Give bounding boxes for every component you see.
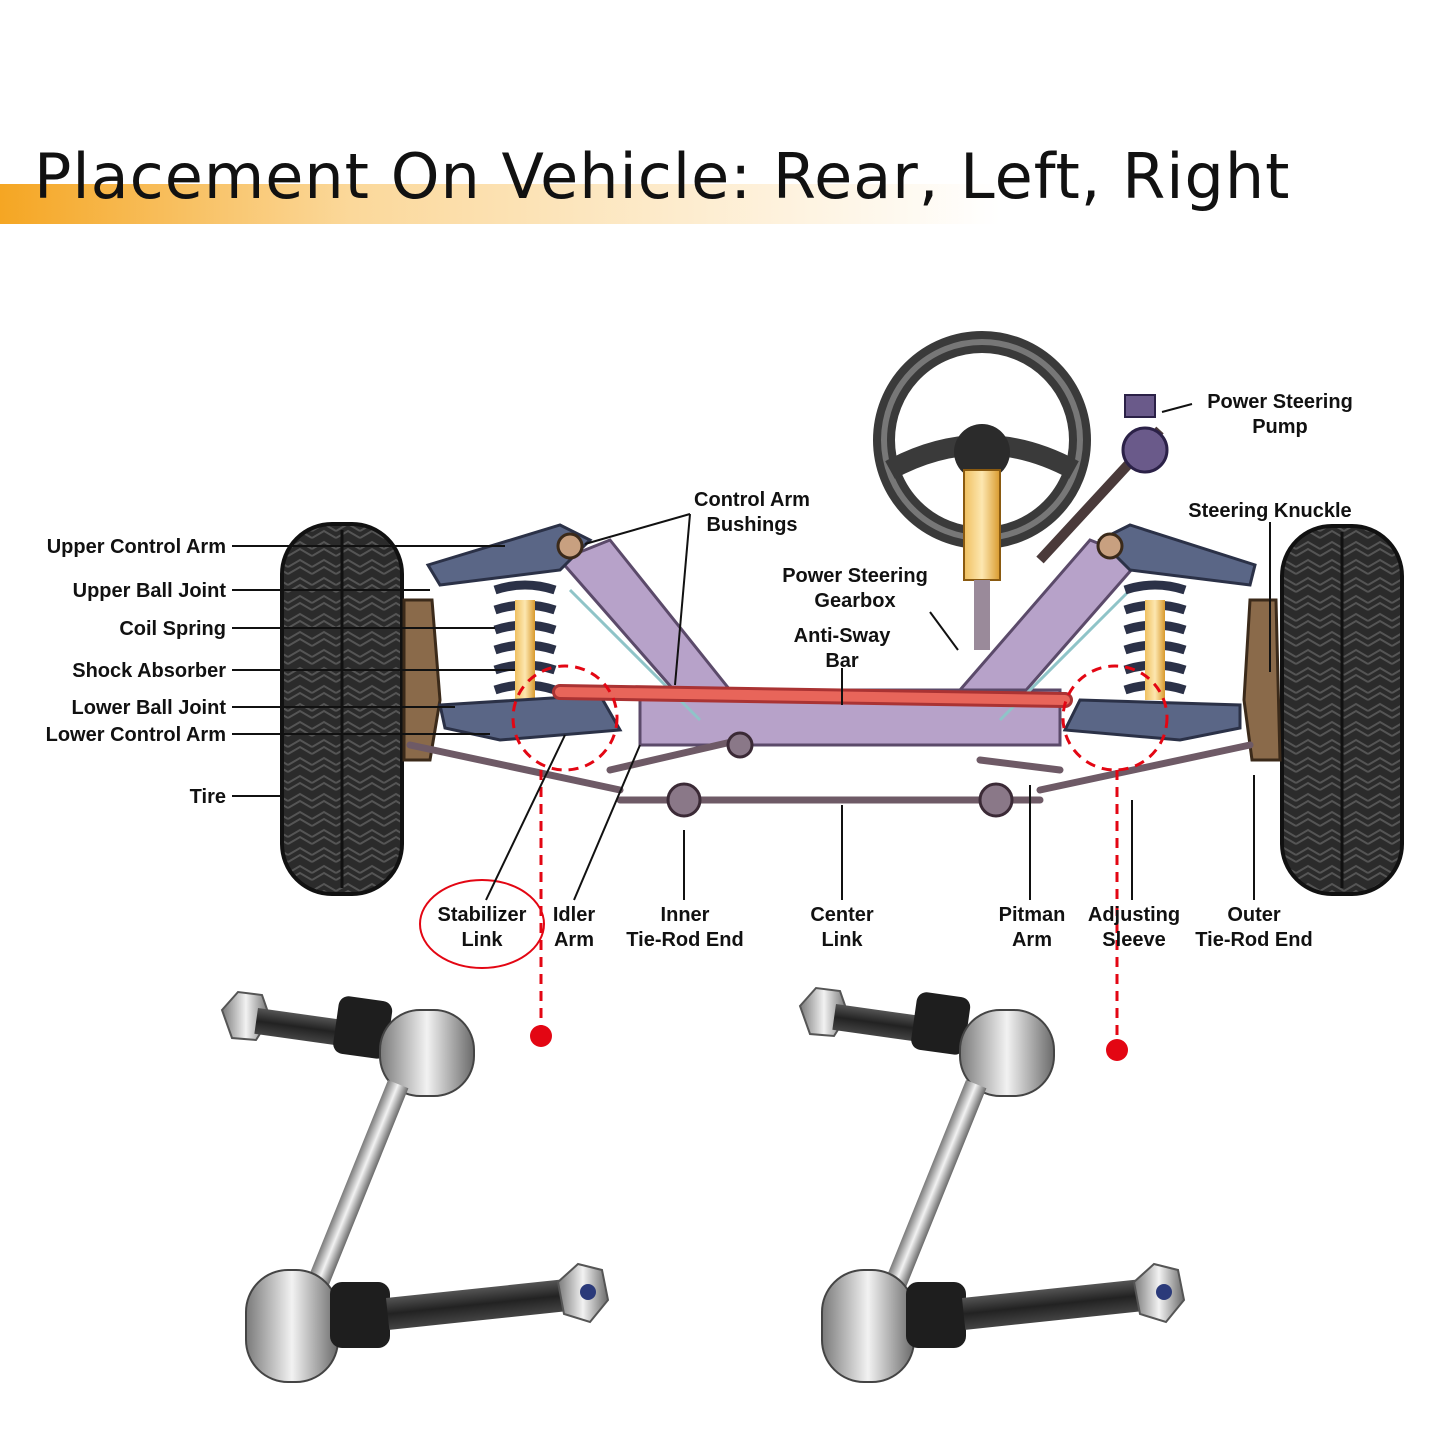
page-title: Placement On Vehicle: Rear, Left, Right: [34, 140, 1291, 213]
steering-shaft: [974, 580, 990, 650]
label-adjusting-line2: Sleeve: [1102, 929, 1165, 951]
stabilizer-link-right-product: [798, 986, 1186, 1383]
label-control-arm-bushings-line1: Control Arm: [694, 489, 810, 511]
label-anti-sway-line1: Anti-Sway: [794, 625, 892, 647]
right-upper-control-arm: [1097, 523, 1257, 587]
right-highlight-circle: [1061, 664, 1169, 772]
label-outer-tie-line2: Tie-Rod End: [1195, 929, 1312, 951]
left-shock-absorber: [515, 600, 535, 700]
title-highlight-band: [0, 184, 1000, 224]
right-marker-dot: [1106, 1039, 1128, 1061]
label-ps-pump-line1: Power Steering: [1207, 391, 1353, 413]
leader-lines: [232, 403, 1271, 901]
label-steering-knuckle: Steering Knuckle: [1188, 500, 1351, 522]
label-tire: Tire: [190, 786, 226, 808]
right-steering-knuckle: [1242, 598, 1282, 762]
label-pitman-line1: Pitman: [999, 904, 1066, 926]
bushing-icon: [556, 532, 584, 560]
label-anti-sway-line2: Bar: [825, 650, 859, 672]
label-inner-tie-line2: Tie-Rod End: [626, 929, 743, 951]
label-ps-gearbox-line2: Gearbox: [814, 590, 895, 612]
right-lower-control-arm: [1062, 698, 1242, 742]
inner-tie-rod-joint-icon: [666, 782, 702, 818]
power-steering-pump-icon: [1121, 426, 1169, 474]
label-control-arm-bushings-line2: Bushings: [706, 514, 797, 536]
steering-column: [963, 469, 1001, 581]
left-highlight-circle: [511, 664, 619, 772]
label-shock-absorber: Shock Absorber: [72, 660, 226, 682]
label-inner-tie-line1: Inner: [661, 904, 710, 926]
label-outer-tie-line1: Outer: [1227, 904, 1281, 926]
label-lower-ball-joint: Lower Ball Joint: [72, 697, 227, 719]
left-tire: [280, 522, 404, 896]
label-lower-control-arm: Lower Control Arm: [46, 724, 226, 746]
label-upper-control-arm: Upper Control Arm: [47, 536, 226, 558]
right-shock-absorber: [1145, 600, 1165, 700]
label-center-line2: Link: [821, 929, 863, 951]
label-idler-line1: Idler: [553, 904, 595, 926]
label-adjusting-line1: Adjusting: [1088, 904, 1180, 926]
pitman-joint-icon: [978, 782, 1014, 818]
label-upper-ball-joint: Upper Ball Joint: [73, 580, 227, 602]
label-coil-spring: Coil Spring: [119, 618, 226, 640]
label-stabilizer-line2: Link: [461, 929, 503, 951]
idler-joint-icon: [726, 731, 754, 759]
left-marker-dot: [530, 1025, 552, 1047]
label-center-line1: Center: [810, 904, 874, 926]
left-steering-knuckle: [402, 598, 442, 762]
bushing-icon: [1096, 532, 1124, 560]
stabilizer-link-left-product: [220, 990, 610, 1383]
label-idler-line2: Arm: [554, 929, 594, 951]
stabilizer-label-circle: [419, 879, 545, 969]
label-stabilizer-line1: Stabilizer: [438, 904, 527, 926]
label-pitman-line2: Arm: [1012, 929, 1052, 951]
label-ps-gearbox-line1: Power Steering: [782, 565, 928, 587]
right-tire: [1280, 524, 1404, 896]
label-ps-pump-line2: Pump: [1252, 416, 1308, 438]
